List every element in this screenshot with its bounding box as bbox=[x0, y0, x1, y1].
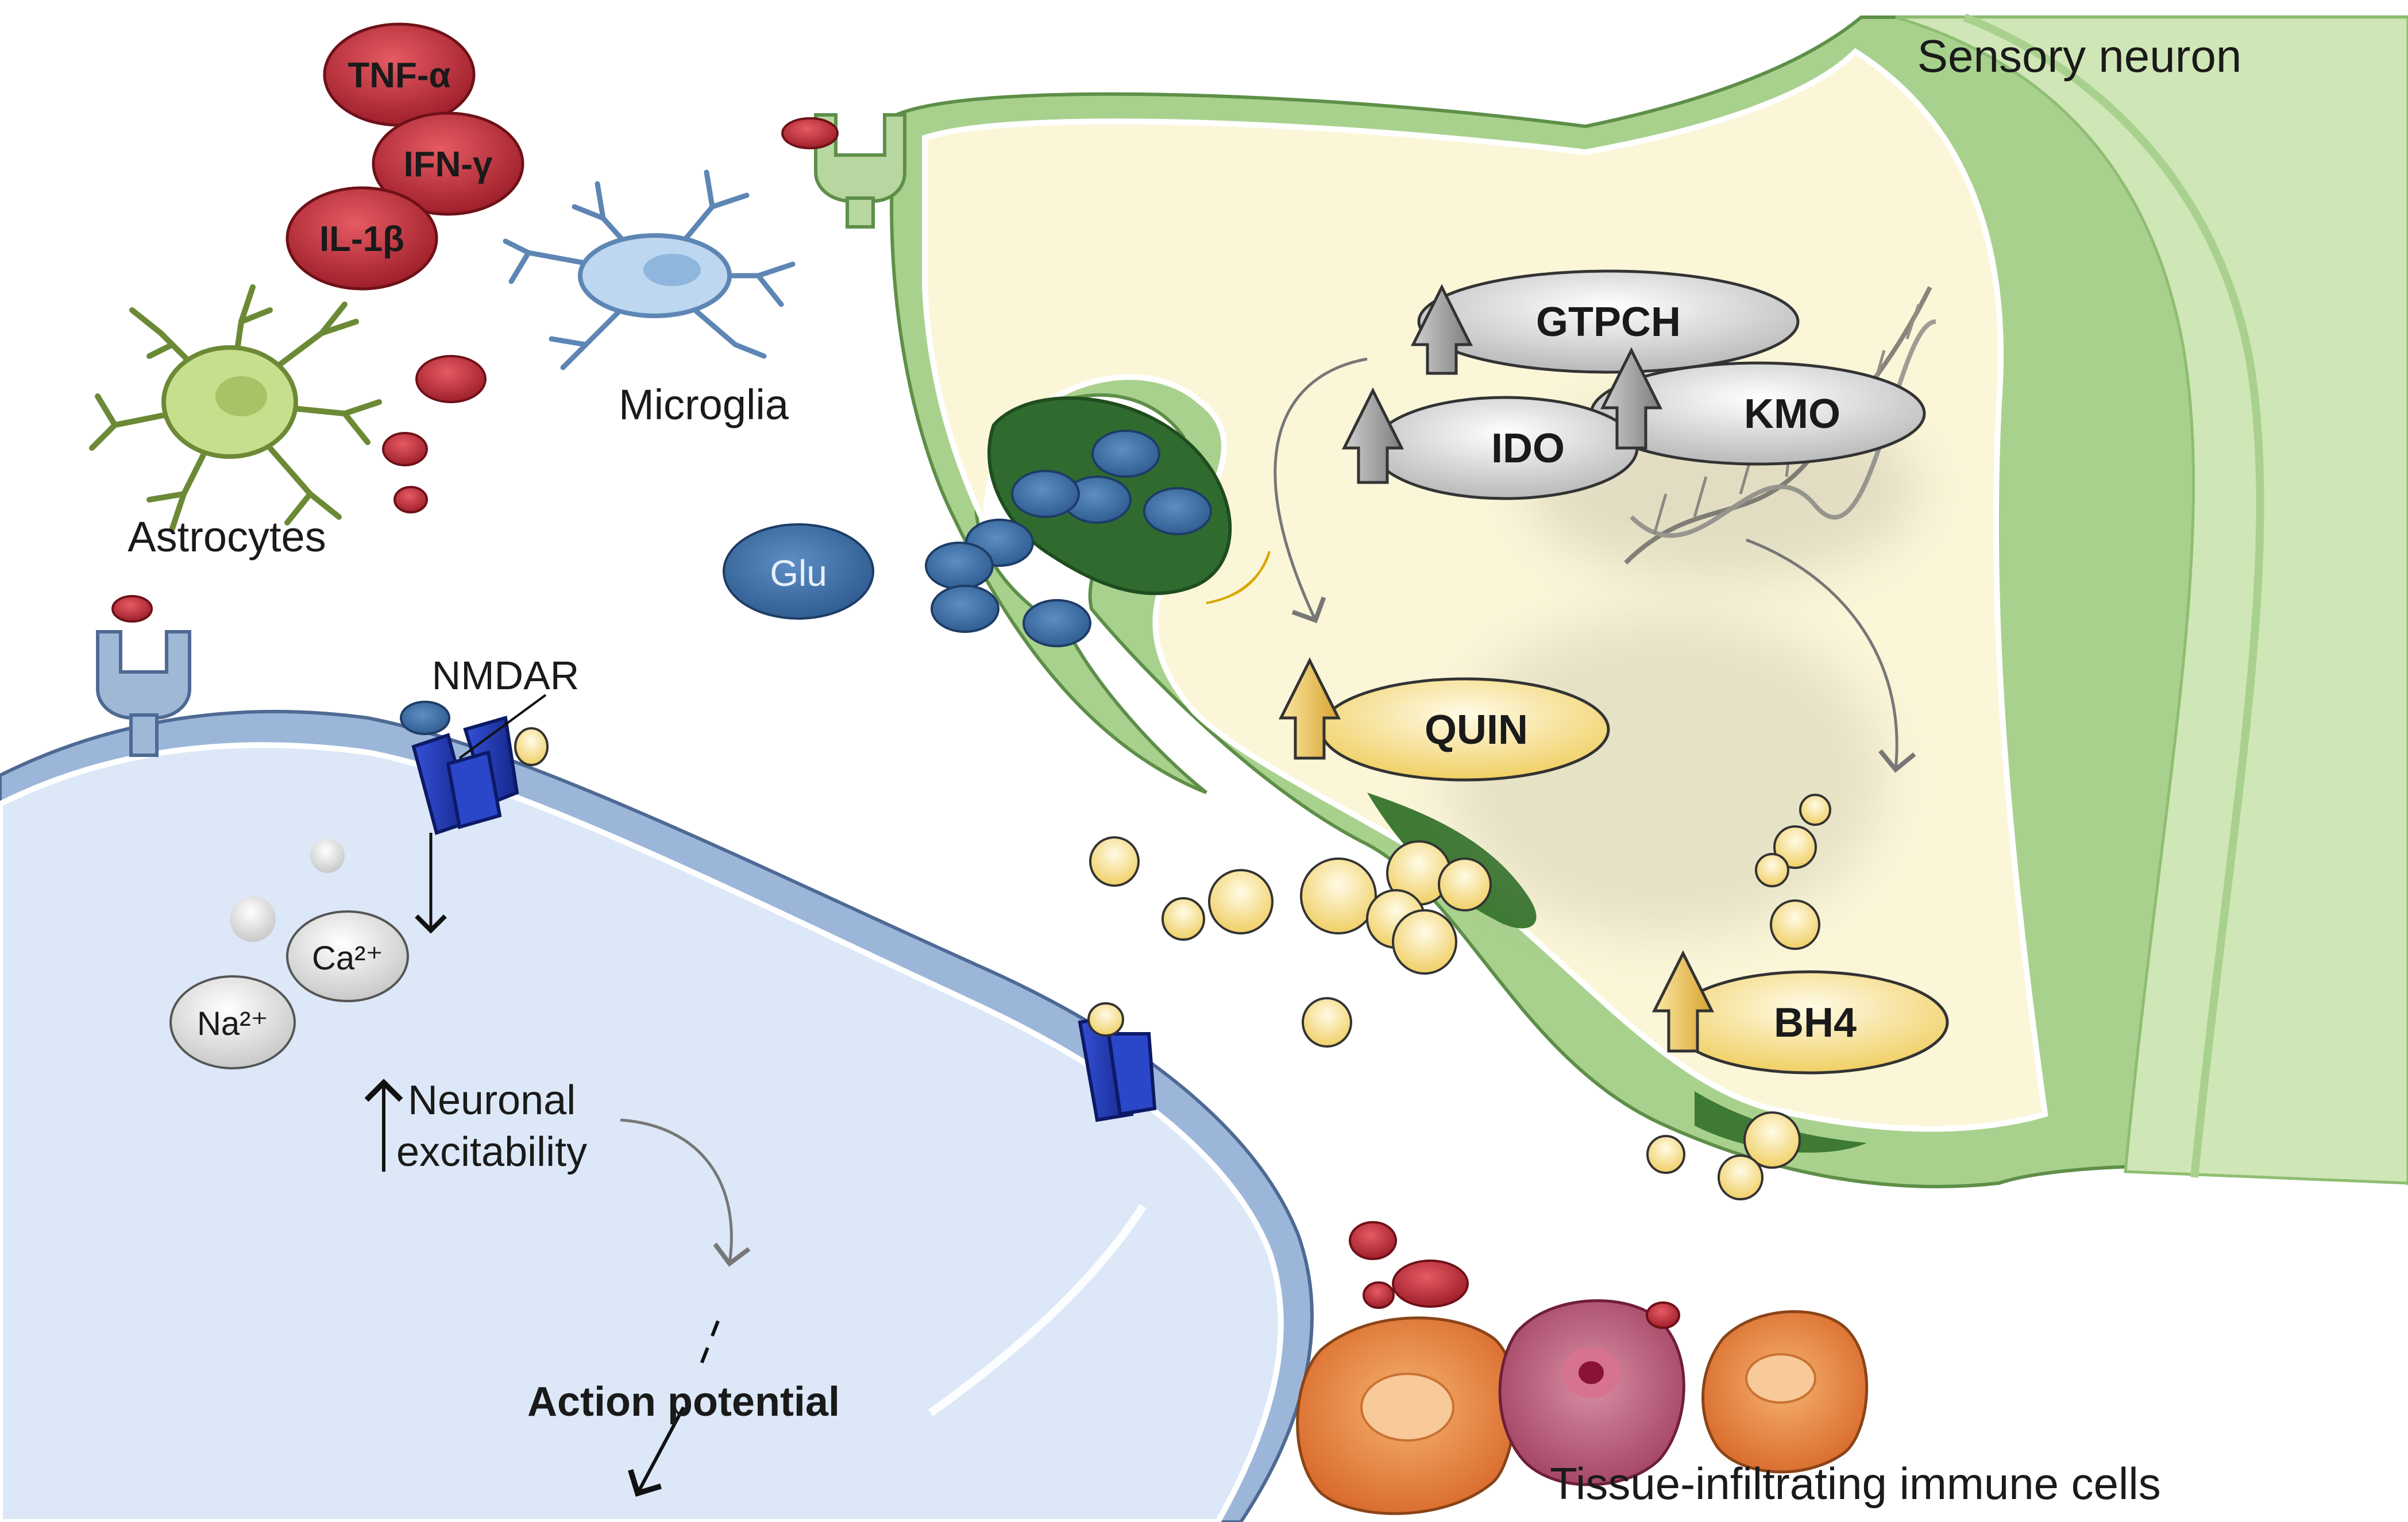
immune-cell-orange-2 bbox=[1701, 1310, 1869, 1474]
enzyme-label-gtpch: GTPCH bbox=[1536, 299, 1681, 345]
immune-cell-orange-1 bbox=[1296, 1316, 1517, 1515]
cytokine-label-il1b: IL-1β bbox=[319, 219, 404, 259]
microglia-label: Microglia bbox=[619, 381, 789, 428]
pathway-arrow-1 bbox=[1274, 357, 1368, 624]
excitability-arrow bbox=[620, 1118, 751, 1267]
up-arrow-icon bbox=[1600, 347, 1663, 450]
microglia-icon bbox=[503, 169, 796, 370]
enzyme-label-kmo: KMO bbox=[1744, 391, 1840, 437]
enzyme-label-ido: IDO bbox=[1491, 426, 1565, 472]
cytokine-label-ifn: IFN-γ bbox=[404, 145, 493, 184]
metabolite-quin: QUIN bbox=[1319, 677, 1610, 782]
sensory-neuron-lower-membrane bbox=[1367, 793, 1537, 929]
astrocyte-icon bbox=[89, 284, 382, 531]
cytokine-particle bbox=[382, 432, 428, 466]
up-arrow-icon bbox=[1651, 950, 1715, 1053]
cytokine-particle bbox=[1646, 1301, 1680, 1329]
cytokine-particle bbox=[1363, 1281, 1395, 1309]
cytokine-ifn: IFN-γ bbox=[372, 111, 524, 216]
immune-cells-label: Tissue-infiltrating immune cells bbox=[1550, 1458, 2160, 1509]
sensory-neuron-lower-membrane-2 bbox=[1695, 1091, 1867, 1153]
glycine-bound bbox=[1087, 1002, 1124, 1037]
up-arrow-icon bbox=[1410, 284, 1473, 375]
cytokine-label-tnf: TNF-α bbox=[348, 56, 450, 95]
immune-cell-pink bbox=[1498, 1299, 1685, 1486]
calcium-ion-label: Ca²⁺ bbox=[312, 940, 383, 977]
enzyme-ido: IDO bbox=[1371, 396, 1639, 500]
nmdar-pointer bbox=[458, 694, 547, 759]
cytokine-particle bbox=[1392, 1260, 1469, 1308]
postsynaptic-highlight bbox=[928, 1204, 1147, 1416]
glutamate-label: Glu bbox=[770, 553, 827, 594]
metabolite-bh4: BH4 bbox=[1670, 970, 1949, 1075]
cytokine-tnf: TNF-α bbox=[323, 22, 476, 127]
nmdar-label: NMDAR bbox=[432, 653, 580, 698]
glutamate-bound bbox=[400, 701, 450, 735]
pathway-arrow-2 bbox=[1746, 538, 1916, 773]
nmdar-channel bbox=[1078, 1014, 1157, 1122]
up-arrow-icon bbox=[1341, 387, 1404, 484]
synaptic-crescent bbox=[1206, 551, 1271, 604]
released-metabolites bbox=[1089, 794, 1831, 1200]
ion-particle bbox=[310, 839, 345, 873]
glutamate-vesicles bbox=[925, 430, 1212, 647]
metabolite-label-bh4: BH4 bbox=[1774, 1000, 1857, 1046]
sensory-neuron-axon bbox=[1895, 16, 2408, 1185]
enzyme-kmo: KMO bbox=[1589, 361, 1926, 466]
metabolite-label-quin: QUIN bbox=[1425, 707, 1528, 753]
excitability-label: excitability bbox=[396, 1129, 587, 1175]
glycine-bound bbox=[514, 727, 549, 766]
glutamate-label-vesicle: Glu bbox=[723, 523, 874, 620]
sensory-neuron-axon-inner bbox=[1963, 13, 2264, 1178]
cytokine-particle bbox=[1349, 1221, 1397, 1260]
action-potential-arrow bbox=[628, 1406, 685, 1497]
cytokine-particle bbox=[393, 486, 428, 513]
cytokine-particle bbox=[781, 117, 839, 149]
calcium-ion: Ca²⁺ bbox=[286, 910, 409, 1002]
action-potential-label: Action potential bbox=[527, 1379, 840, 1425]
neuronal-label: Neuronal bbox=[408, 1077, 576, 1123]
sodium-ion-label: Na²⁺ bbox=[197, 1005, 268, 1042]
cytokine-particle bbox=[111, 595, 153, 623]
sodium-ion: Na²⁺ bbox=[169, 975, 296, 1069]
sensory-neuron-label: Sensory neuron bbox=[1917, 30, 2242, 82]
ion-particle bbox=[230, 896, 276, 942]
cytokine-particle bbox=[415, 355, 487, 403]
up-arrow-icon bbox=[1278, 657, 1341, 760]
cytokine-il1b: IL-1β bbox=[285, 186, 438, 291]
receptor-icon bbox=[814, 113, 906, 229]
receptor-icon bbox=[96, 630, 191, 757]
enzyme-gtpch: GTPCH bbox=[1417, 269, 1800, 374]
action-potential-dashed bbox=[696, 1320, 720, 1374]
astrocytes-label: Astrocytes bbox=[128, 513, 326, 561]
nmdar-channel bbox=[411, 716, 519, 835]
